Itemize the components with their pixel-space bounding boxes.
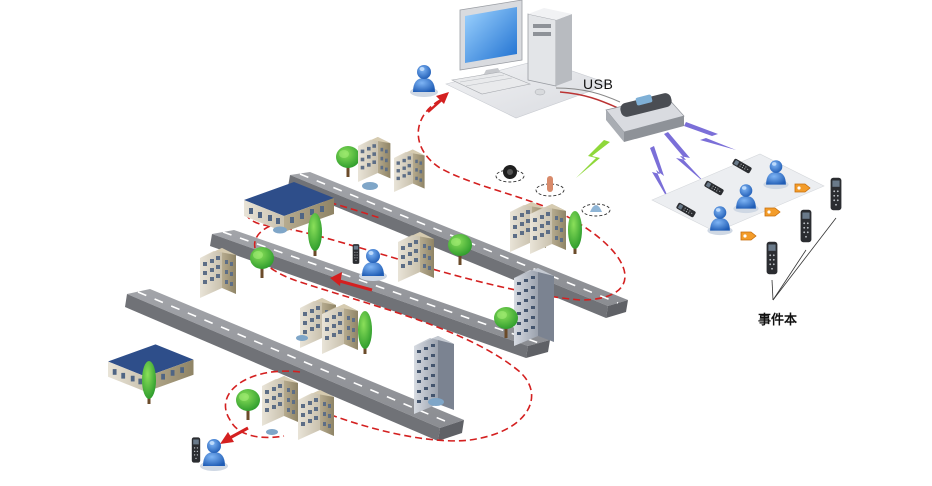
checkpoint-button-icon xyxy=(495,165,525,183)
key-tag-icon xyxy=(740,231,757,241)
building-icon xyxy=(322,304,358,354)
road-3 xyxy=(125,289,464,441)
tree-icon xyxy=(358,311,372,354)
route-arrow-bottom xyxy=(220,426,249,444)
building-icon xyxy=(514,268,554,346)
key-tag-icon xyxy=(764,207,781,217)
patrol-reader-icon xyxy=(191,437,201,463)
tree-icon xyxy=(142,361,156,404)
route-arrow-middle xyxy=(330,272,373,292)
tree-icon xyxy=(250,247,274,278)
tree-icon xyxy=(236,389,260,420)
lightning-icon xyxy=(576,140,610,178)
pond xyxy=(362,182,378,190)
lightning-icon xyxy=(650,122,736,206)
patrol-reader-icon xyxy=(830,177,842,211)
patrol-reader-icon xyxy=(766,241,778,275)
checkpoint-tube-icon xyxy=(535,176,565,197)
person-icon xyxy=(200,439,228,471)
cradle-icon xyxy=(605,93,685,142)
building-icon xyxy=(262,376,298,426)
building-icon xyxy=(398,232,434,282)
route-arrow-top xyxy=(427,92,449,113)
tree-icon xyxy=(336,146,360,177)
reader-platform xyxy=(651,153,825,241)
building-icon xyxy=(200,248,236,298)
building-icon xyxy=(530,204,566,254)
city-block xyxy=(108,137,582,440)
person-icon xyxy=(410,65,438,97)
tree-icon xyxy=(568,211,582,254)
road-2 xyxy=(210,230,550,358)
event-notebook-label: 事件本 xyxy=(758,313,798,328)
computer-icon xyxy=(450,0,572,96)
checkpoint-items xyxy=(495,165,611,217)
patrol-reader-icon xyxy=(800,209,812,243)
event-notebooks xyxy=(766,177,842,301)
building-icon xyxy=(358,137,391,182)
building-icon xyxy=(298,390,334,440)
tree-icon xyxy=(308,213,322,256)
usb-label: USB xyxy=(583,76,614,92)
checkpoint-card-icon xyxy=(581,203,611,217)
computer-workstation xyxy=(445,0,621,119)
patrol-reader-icon xyxy=(352,244,360,264)
building-icon xyxy=(394,149,425,192)
